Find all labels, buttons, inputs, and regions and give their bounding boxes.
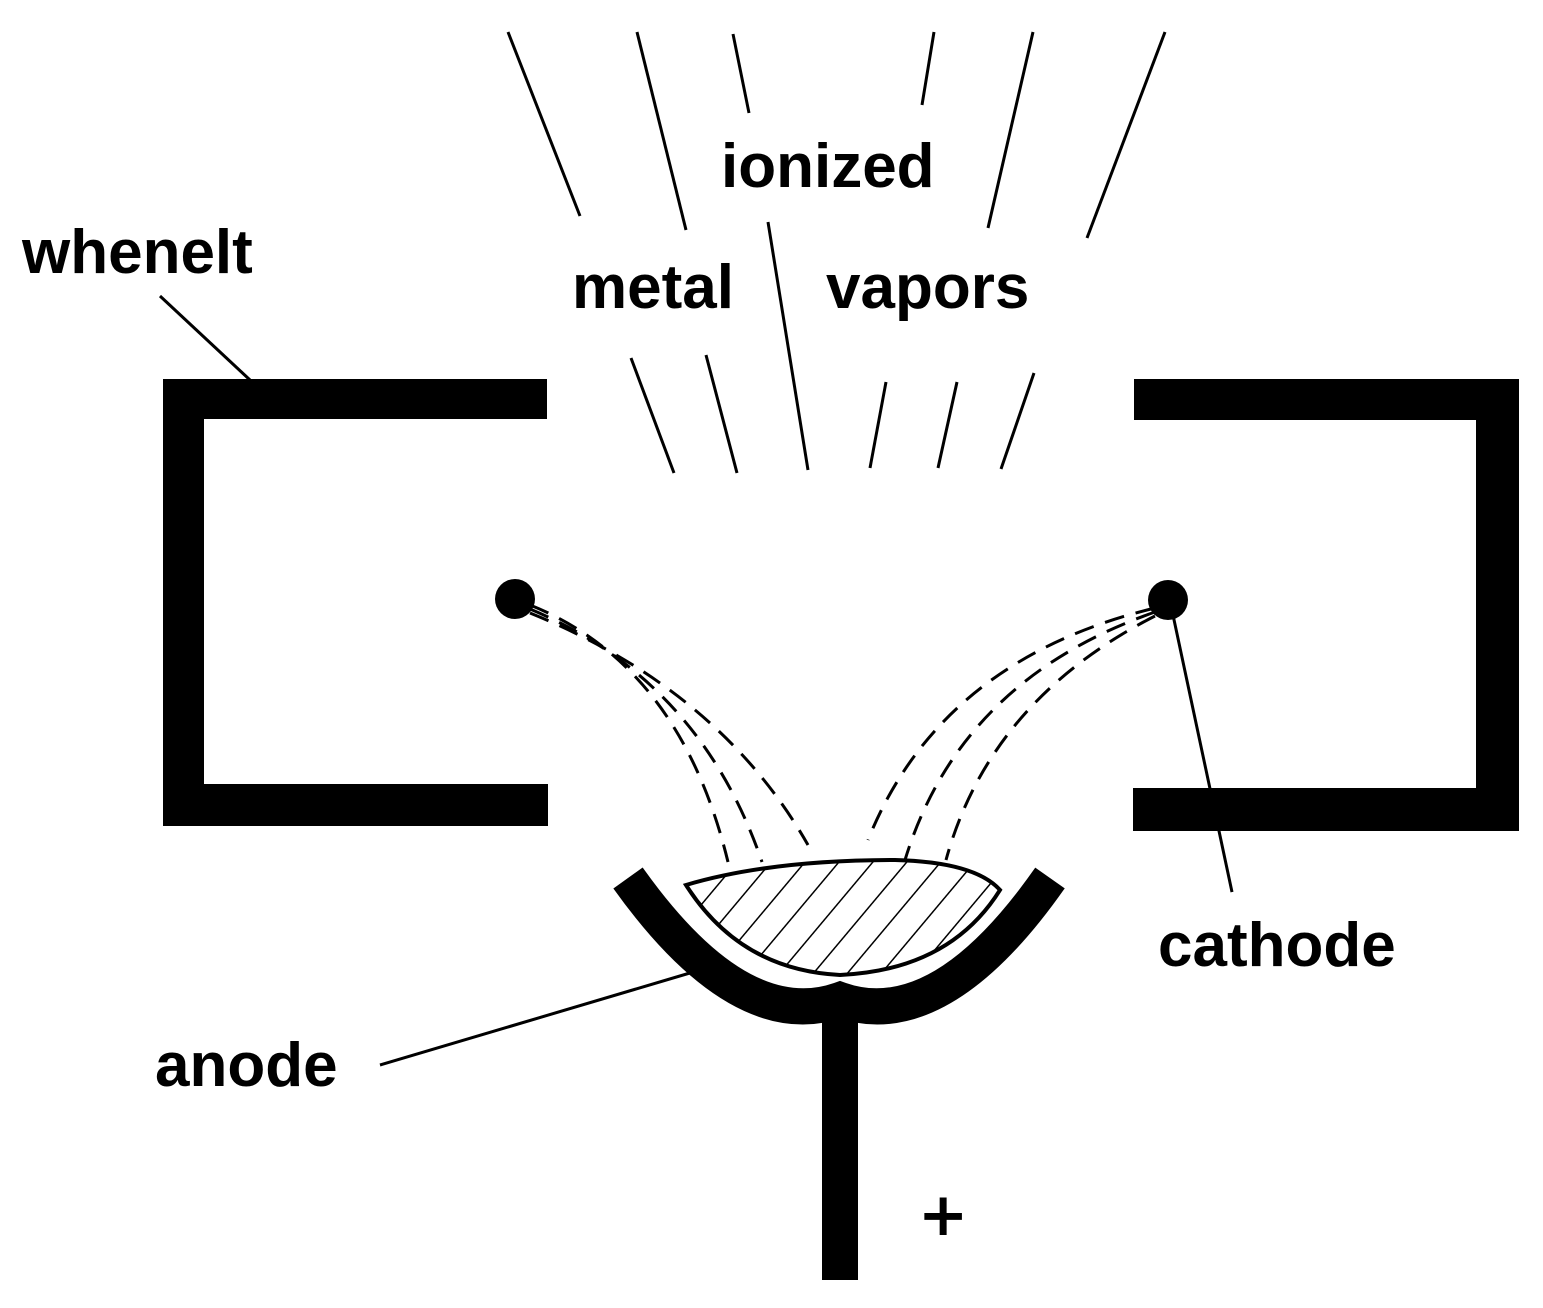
label-metal: metal: [572, 253, 734, 322]
leader-anode: [379, 968, 701, 1067]
molten-source-material: [682, 857, 1003, 978]
vapor-lines-lower: [629, 221, 1036, 474]
label-anode: anode: [155, 1031, 338, 1100]
anode-stem: [822, 1000, 858, 1280]
label-whenelt: whenelt: [21, 218, 253, 287]
cathode-filament-right: [1148, 580, 1188, 620]
wehnelt-right: [1133, 379, 1519, 831]
label-plus-terminal: +: [918, 1180, 968, 1250]
wehnelt-left: [163, 379, 548, 826]
label-vapors: vapors: [826, 253, 1029, 322]
electron-beam-right: [866, 606, 1156, 861]
electron-beam-left: [529, 603, 810, 863]
label-cathode: cathode: [1158, 911, 1396, 980]
leader-whenelt: [158, 294, 252, 382]
leader-lines: [158, 294, 1234, 1067]
cathode-filament-left: [495, 579, 535, 619]
label-ionized: ionized: [721, 132, 935, 201]
vapor-lines-upper: [506, 31, 1167, 239]
leader-cathode: [1171, 614, 1234, 893]
